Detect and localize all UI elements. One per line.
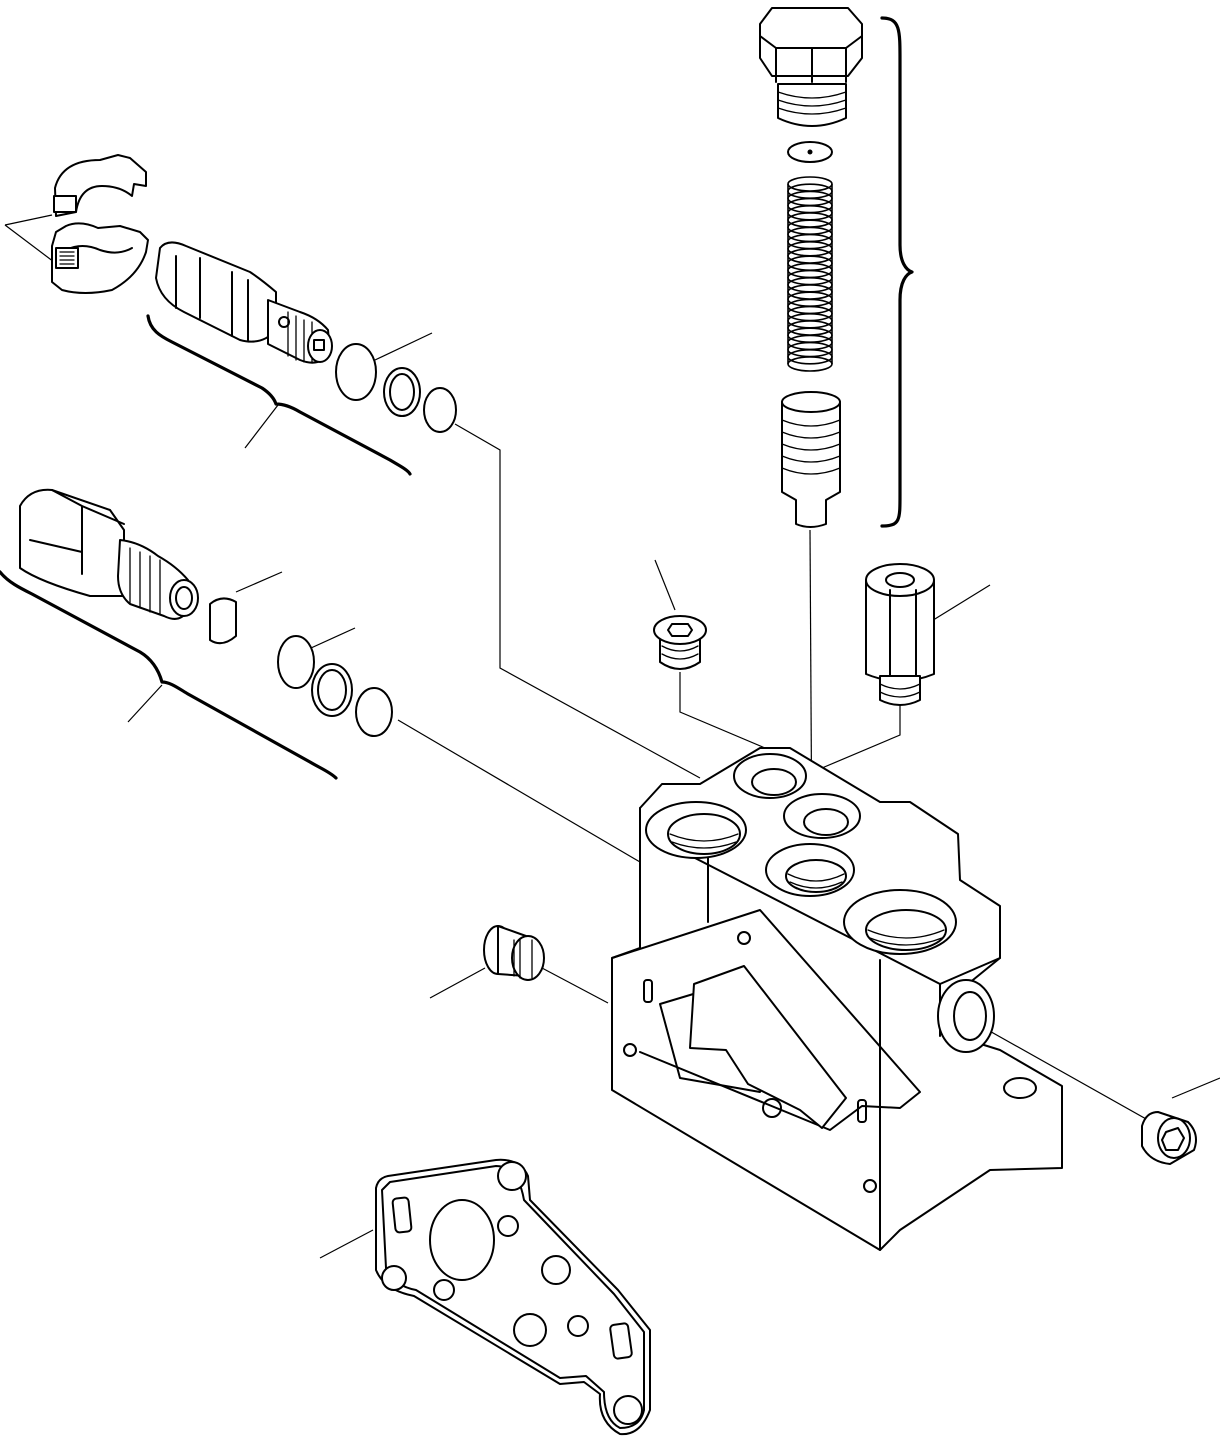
leader-hex-adapter [822, 702, 900, 768]
pointer-cartridge-lower [128, 685, 162, 722]
right-plug-icon [1142, 1112, 1196, 1164]
body-ports [646, 754, 994, 1052]
split-clamp-icon [52, 155, 148, 293]
pointer-center-plug [655, 560, 675, 610]
side-plug-icon [484, 926, 544, 980]
hex-socket-plug-icon [654, 616, 706, 669]
leader-lines [398, 424, 1148, 1120]
hex-cap-icon [760, 8, 862, 126]
leader-upper-cartridge [455, 424, 700, 778]
bracket-lower-cartridge [0, 572, 336, 778]
relief-valve-assembly [760, 8, 862, 527]
leader-side-plug [542, 968, 608, 1003]
pointer-lower-disc [236, 572, 282, 592]
leader-center-plug [680, 672, 765, 748]
pointer-clamp-a [5, 215, 52, 225]
poppet-icon [782, 392, 840, 527]
pointer-gasket [320, 1230, 373, 1258]
bracket-upper-cartridge [148, 316, 410, 474]
pointer-clamp-b [5, 225, 58, 265]
pointer-cartridge-upper [245, 405, 278, 448]
pointer-upper-seals [375, 333, 432, 360]
hex-adapter-icon [866, 564, 934, 705]
pointer-right-plug [1172, 1078, 1220, 1098]
body-mounting-holes [624, 932, 1036, 1192]
pointer-hex-adapter [930, 585, 990, 622]
washer-icon [788, 142, 832, 162]
leader-right-plug [970, 1020, 1148, 1120]
leader-lower-cartridge [398, 720, 640, 862]
upper-cartridge-icon [156, 242, 456, 432]
pointer-side-plug [430, 968, 485, 998]
gasket-plate-icon [376, 1160, 650, 1434]
bracket-relief-valve [882, 18, 912, 526]
callout-pointers [5, 215, 1220, 1258]
spring-icon [788, 177, 832, 371]
lower-cartridge-icon [20, 490, 392, 736]
valve-body-icon [612, 748, 1062, 1250]
group-brackets [0, 18, 912, 778]
